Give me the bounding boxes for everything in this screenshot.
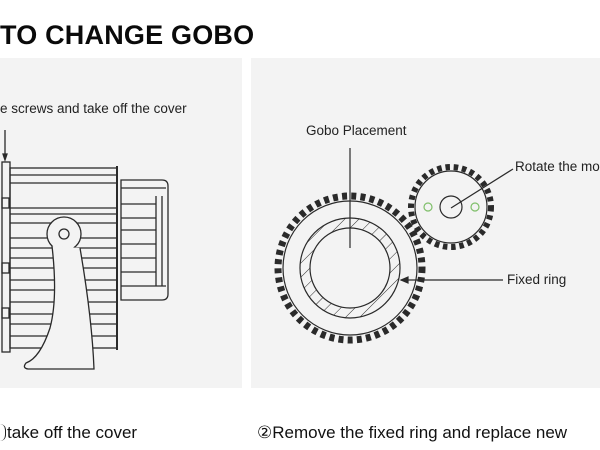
step1-caption-text: take off the cover [7,423,138,442]
gobo-placement-label: Gobo Placement [306,123,407,138]
step2-caption: ②Remove the fixed ring and replace new [257,423,567,443]
small-gear-hole-right [470,202,480,212]
rotate-label: Rotate the mo [515,159,600,174]
page-title: TO CHANGE GOBO [0,20,255,50]
step2-caption-text: Remove the fixed ring and replace new [272,423,568,442]
step-number-circle-partial-icon [0,424,6,441]
step2-caption-marker: ② [257,423,273,442]
small-gear-teeth [408,164,494,250]
large-gear-teeth [274,192,426,344]
step2-illustration-panel: Gobo Placement Rotate the mo Fixed ring [251,58,600,388]
fixture-drawing [1,130,169,370]
small-gear-hole-left [423,202,433,212]
fixed-ring-label: Fixed ring [507,272,567,287]
rotate-pointer [450,168,514,209]
step1-illustration-panel: e screws and take off the cover [0,58,242,388]
step1-callout-label: e screws and take off the cover [0,101,187,116]
step1-caption: take off the cover [0,423,137,443]
gear-drawing [274,148,514,344]
